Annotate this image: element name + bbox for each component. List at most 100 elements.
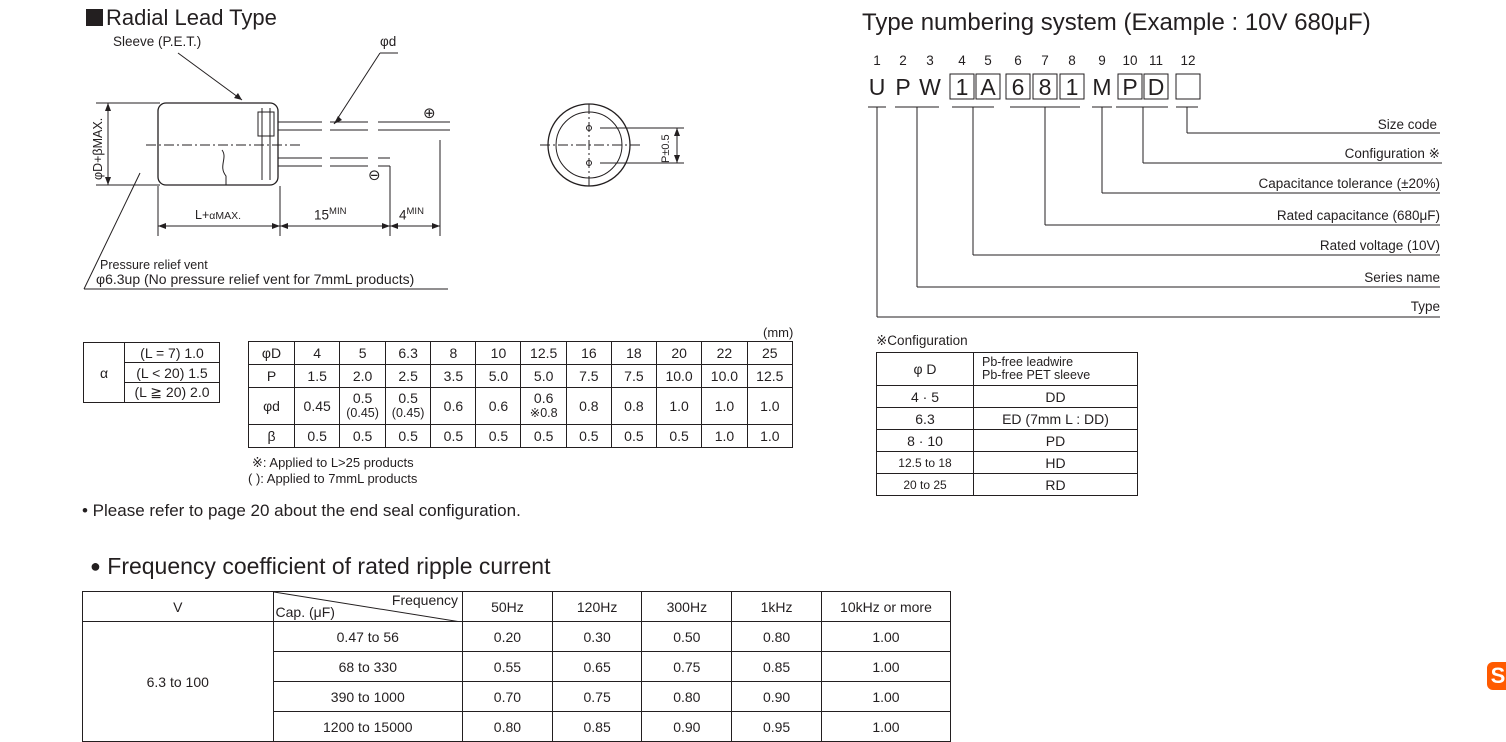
code-character: A <box>980 74 996 100</box>
dims-cell: 22 <box>701 341 748 365</box>
sleeve-label: Sleeve (P.E.T.) <box>113 34 202 49</box>
fifteen-min-sup: MIN <box>329 206 347 217</box>
diameter-label: φD+βMAX. <box>91 118 105 180</box>
dims-cell: 10.0 <box>655 364 703 388</box>
minus-terminal-icon: ⊖ <box>368 167 381 184</box>
position-number: 1 <box>873 53 881 68</box>
dims-cell: 3.5 <box>430 364 477 388</box>
dims-d-row: φd 0.45 0.5(0.45) 0.5(0.45) 0.6 0.6 0.6※… <box>248 387 794 425</box>
ripple-voltage: 6.3 to 100 <box>82 621 274 742</box>
lead-diameter-label: φd <box>380 34 397 49</box>
dims-note-1: ※: Applied to L>25 products <box>252 455 414 470</box>
label-capacitance-tolerance: Capacitance tolerance (±20%) <box>1258 176 1440 191</box>
code-character: 1 <box>956 74 969 100</box>
dims-cell: 0.8 <box>565 387 612 425</box>
dims-cell: 0.5 <box>293 424 341 448</box>
ripple-header-row: V Frequency Cap. (μF) 50Hz 120Hz 300Hz 1… <box>82 591 952 622</box>
dims-cell: 0.6※0.8 <box>520 387 567 425</box>
dims-cell: φd <box>248 387 295 425</box>
ripple-title-text: Frequency coefficient of rated ripple cu… <box>107 553 551 579</box>
radial-lead-title: Radial Lead Type <box>86 5 277 31</box>
label-size-code: Size code <box>1377 117 1437 132</box>
length-label-main: L+ <box>195 208 210 222</box>
dims-cell: P <box>248 364 295 388</box>
dims-cell: 18 <box>610 341 657 365</box>
dims-cell: 1.0 <box>701 387 748 425</box>
dims-p-row: P 1.5 2.0 2.5 3.5 5.0 5.0 7.5 7.5 10.0 1… <box>248 364 794 388</box>
unit-label: (mm) <box>763 325 794 340</box>
radial-lead-title-text: Radial Lead Type <box>106 5 277 30</box>
dims-cell: 0.5 <box>430 424 477 448</box>
dims-note-2: ( ): Applied to 7mmL products <box>248 471 418 486</box>
dims-cell: 20 <box>655 341 703 365</box>
ripple-diag-header: Frequency Cap. (μF) <box>272 591 464 622</box>
alpha-table: α (L = 7) 1.0 (L < 20) 1.5 (L ≧ 20) 2.0 <box>83 342 220 403</box>
dims-cell: 6.3 <box>384 341 432 365</box>
fifteen-min-main: 15 <box>314 207 330 223</box>
position-number: 11 <box>1149 53 1163 68</box>
four-min-sup: MIN <box>406 206 424 217</box>
ripple-v-header: V <box>82 591 274 622</box>
code-box <box>1032 73 1058 100</box>
dims-cell: 0.5 <box>520 424 567 448</box>
position-number: 9 <box>1098 53 1106 68</box>
position-number: 4 <box>958 53 966 68</box>
alpha-row-3: (L ≧ 20) 2.0 <box>124 382 220 403</box>
dims-cell: 1.0 <box>746 387 794 425</box>
code-box <box>1005 73 1031 100</box>
dims-cell: 5 <box>339 341 386 365</box>
four-min-label: 4MIN <box>399 206 424 223</box>
dims-cell: β <box>248 424 295 448</box>
dims-cell: 8 <box>430 341 477 365</box>
freq-header: 120Hz <box>551 591 643 622</box>
freq-header: 1kHz <box>731 591 822 622</box>
dims-cell: 1.0 <box>655 387 703 425</box>
capacitor-body <box>157 102 279 186</box>
dimension-table: φD 4 5 6.3 8 10 12.5 16 18 20 22 25 P 1.… <box>248 341 794 448</box>
brand-badge-icon[interactable]: S <box>1487 662 1506 690</box>
dims-cell: 2.0 <box>339 364 386 388</box>
dims-cell: 0.6 <box>475 387 522 425</box>
position-number: 5 <box>984 53 992 68</box>
dims-cell: 1.5 <box>293 364 341 388</box>
dims-cell: 16 <box>565 341 612 365</box>
code-character: 1 <box>1066 74 1079 100</box>
label-type: Type <box>1410 299 1440 314</box>
dims-cell: 10.0 <box>701 364 748 388</box>
dims-cell: 0.5(0.45) <box>384 387 432 425</box>
dims-cell: 4 <box>293 341 341 365</box>
dims-cell: 0.5 <box>475 424 522 448</box>
radial-lead-drawing: φD+βMAX. P±0.5 <box>83 52 684 290</box>
bullet-icon: ● <box>90 556 101 576</box>
freq-header: 50Hz <box>462 591 553 622</box>
position-number: 7 <box>1041 53 1049 68</box>
alpha-row-2: (L < 20) 1.5 <box>124 362 220 383</box>
label-configuration: Configuration ※ <box>1344 146 1440 161</box>
freq-header: 300Hz <box>641 591 733 622</box>
code-character: U <box>869 74 886 100</box>
black-square-icon <box>86 9 103 26</box>
position-number: 12 <box>1180 53 1195 68</box>
label-rated-capacitance: Rated capacitance (680μF) <box>1276 208 1440 223</box>
code-box <box>1059 73 1085 100</box>
code-character: D <box>1148 74 1165 100</box>
length-label: L+αMAX. <box>195 208 241 222</box>
position-number: 2 <box>899 53 907 68</box>
position-number: 3 <box>926 53 934 68</box>
position-number: 6 <box>1014 53 1022 68</box>
four-min-main: 4 <box>399 207 407 223</box>
code-character: P <box>1122 74 1137 100</box>
code-box <box>975 73 1001 100</box>
dims-cell: 1.0 <box>701 424 748 448</box>
dims-cell: 0.45 <box>293 387 341 425</box>
dims-cell: 0.5 <box>384 424 432 448</box>
length-label-tail: αMAX. <box>209 210 242 222</box>
code-box <box>949 73 975 100</box>
dims-cell: 0.5 <box>610 424 657 448</box>
code-box <box>1143 73 1169 100</box>
